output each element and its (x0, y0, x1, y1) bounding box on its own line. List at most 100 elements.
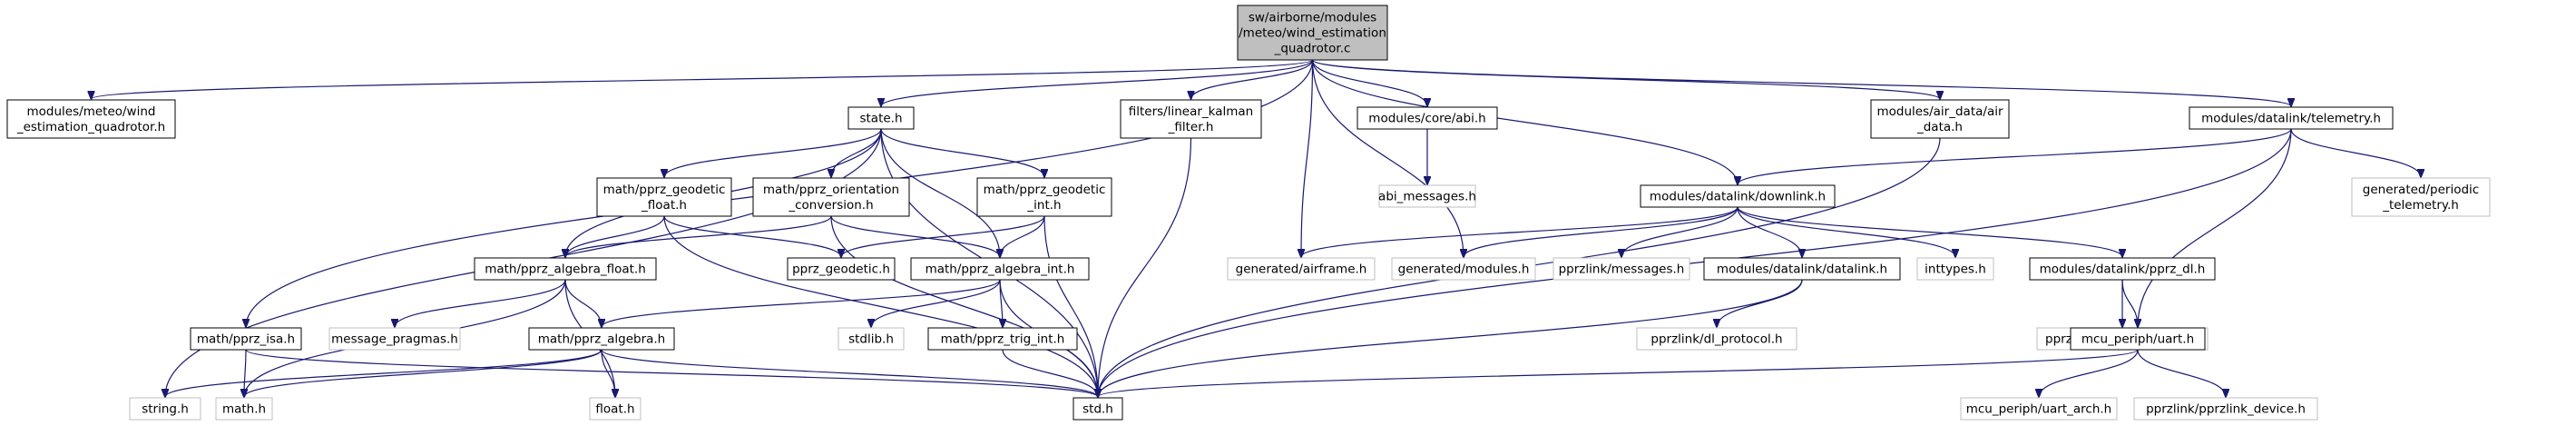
node-label: math/pprz_algebra_int.h (926, 263, 1075, 277)
node-abi-msgs-h: abi_messages.h (1378, 184, 1476, 208)
node-label: pprzlink/dl_protocol.h (1650, 332, 1782, 347)
edge-datalink-h-to-std-h (1098, 279, 1803, 397)
node-label: _data.h (1916, 120, 1963, 134)
node-label: state.h (859, 112, 902, 126)
node-box (1237, 5, 1388, 61)
node-lkf-h[interactable]: filters/linear_kalman_filter.h (1120, 99, 1262, 139)
node-label: mcu_periph/uart_arch.h (1966, 402, 2112, 417)
edge-root-to-lkf-h (1191, 59, 1314, 99)
edge-root-to-abi-h (1311, 59, 1428, 106)
edge-geo-float-h-to-alg-float-h (565, 215, 665, 257)
node-label: math/pprz_orientation (763, 183, 899, 197)
node-isa-h[interactable]: math/pprz_isa.h (190, 327, 302, 351)
node-box (1916, 257, 1994, 281)
node-box (2133, 397, 2318, 421)
node-label: pprzlink/pprzlink_device.h (2146, 402, 2306, 417)
node-box (1640, 184, 1836, 208)
node-geo-float-h[interactable]: math/pprz_geodetic_float.h (596, 177, 732, 217)
node-label: sw/airborne/modules (1249, 11, 1376, 25)
node-label: abi_messages.h (1378, 190, 1476, 204)
node-label: _filter.h (1168, 120, 1214, 134)
node-uart-h[interactable]: mcu_periph/uart.h (2070, 327, 2206, 351)
node-datalink-h[interactable]: modules/datalink/datalink.h (1703, 257, 1901, 281)
node-label: generated/airframe.h (1236, 263, 1367, 277)
node-box (596, 177, 732, 217)
edge-downlink-h-to-datalink-h (1737, 206, 1802, 257)
edge-state-h-to-alg-int-h (880, 128, 1000, 257)
edge-root-to-telemetry-h (1311, 59, 2292, 106)
node-box (837, 327, 905, 351)
node-label: _estimation_quadrotor.h (16, 120, 165, 134)
node-label: /meteo/wind_estimation (1239, 26, 1386, 41)
node-label: inttypes.h (1925, 263, 1986, 277)
node-wind-h[interactable]: modules/meteo/wind_estimation_quadrotor.… (6, 99, 176, 139)
edge-orient-h-to-alg-int-h (830, 215, 1000, 257)
node-abi-h[interactable]: modules/core/abi.h (1357, 106, 1498, 130)
node-pprz-geo-h[interactable]: pprz_geodetic.h (787, 257, 896, 281)
node-orient-h[interactable]: math/pprz_orientation_conversion.h (752, 177, 910, 217)
node-box (129, 397, 201, 421)
node-label: stdlib.h (848, 332, 894, 347)
node-label: message_pragmas.h (331, 332, 458, 347)
edge-telemetry-h-to-uart-h (2138, 128, 2292, 327)
node-box (847, 106, 915, 130)
node-label: _quadrotor.c (1274, 42, 1351, 56)
node-label: math/pprz_geodetic (603, 183, 726, 197)
node-box (215, 397, 273, 421)
node-root[interactable]: sw/airborne/modules/meteo/wind_estimatio… (1237, 5, 1388, 61)
node-telemetry-h[interactable]: modules/datalink/telemetry.h (2189, 106, 2394, 130)
node-label: mcu_periph/uart.h (2081, 332, 2194, 347)
node-label: modules/datalink/downlink.h (1650, 190, 1826, 204)
edge-alg-h-to-math-h (244, 349, 602, 397)
node-box (190, 327, 302, 351)
node-label: pprz_geodetic.h (792, 263, 890, 277)
node-box (2351, 177, 2491, 217)
node-label: generated/modules.h (1398, 263, 1530, 277)
edge-telemetry-h-to-std-h (1098, 128, 2292, 397)
node-alg-h[interactable]: math/pprz_algebra.h (528, 327, 675, 351)
edge-telemetry-h-to-downlink-h (1738, 128, 2292, 184)
node-box (589, 397, 642, 421)
node-box (1073, 397, 1123, 421)
node-box (1552, 257, 1690, 281)
node-box (1870, 99, 2010, 139)
edge-state-h-to-geo-float-h (664, 128, 882, 177)
node-label: modules/core/abi.h (1368, 112, 1485, 126)
node-label: modules/datalink/telemetry.h (2201, 112, 2381, 126)
node-trig-h[interactable]: math/pprz_trig_int.h (927, 327, 1078, 351)
node-string-h: string.h (129, 397, 201, 421)
node-box (2029, 257, 2216, 281)
node-msg-pragmas-h: message_pragmas.h (328, 327, 461, 351)
edge-alg-float-h-to-alg-h (564, 279, 602, 327)
edge-isa-h-to-std-h (245, 349, 1098, 397)
node-airdata-h[interactable]: modules/air_data/air_data.h (1870, 99, 2010, 139)
node-box (6, 99, 176, 139)
edge-alg-h-to-string-h (165, 349, 602, 397)
node-std-h[interactable]: std.h (1073, 397, 1123, 421)
edge-geo-float-h-to-std-h (663, 215, 1098, 397)
node-label: math/pprz_trig_int.h (941, 332, 1065, 347)
node-pl-msgs-h: pprzlink/messages.h (1552, 257, 1690, 281)
node-pprz-dl-h[interactable]: modules/datalink/pprz_dl.h (2029, 257, 2216, 281)
edge-alg-int-h-to-stdlib-h (871, 279, 1001, 327)
node-label: float.h (595, 402, 634, 417)
edge-downlink-h-to-pl-msgs-h (1621, 206, 1739, 257)
node-state-h[interactable]: state.h (847, 106, 915, 130)
node-math-h: math.h (215, 397, 273, 421)
node-downlink-h[interactable]: modules/datalink/downlink.h (1640, 184, 1836, 208)
node-box (474, 257, 657, 281)
node-label: _int.h (1026, 198, 1061, 213)
node-geo-int-h[interactable]: math/pprz_geodetic_int.h (976, 177, 1112, 217)
node-alg-float-h[interactable]: math/pprz_algebra_float.h (474, 257, 657, 281)
edge-downlink-h-to-modules-h (1464, 206, 1739, 257)
node-label: _conversion.h (788, 198, 873, 213)
node-modules-h: generated/modules.h (1391, 257, 1536, 281)
node-label: math/pprz_algebra_float.h (485, 263, 646, 277)
node-box (2070, 327, 2206, 351)
node-inttypes-h: inttypes.h (1916, 257, 1994, 281)
edge-geo-int-h-to-alg-int-h (1000, 215, 1045, 257)
node-alg-int-h[interactable]: math/pprz_algebra_int.h (910, 257, 1090, 281)
node-label: _float.h (641, 198, 687, 213)
edge-root-to-modules-h (1311, 59, 1464, 257)
